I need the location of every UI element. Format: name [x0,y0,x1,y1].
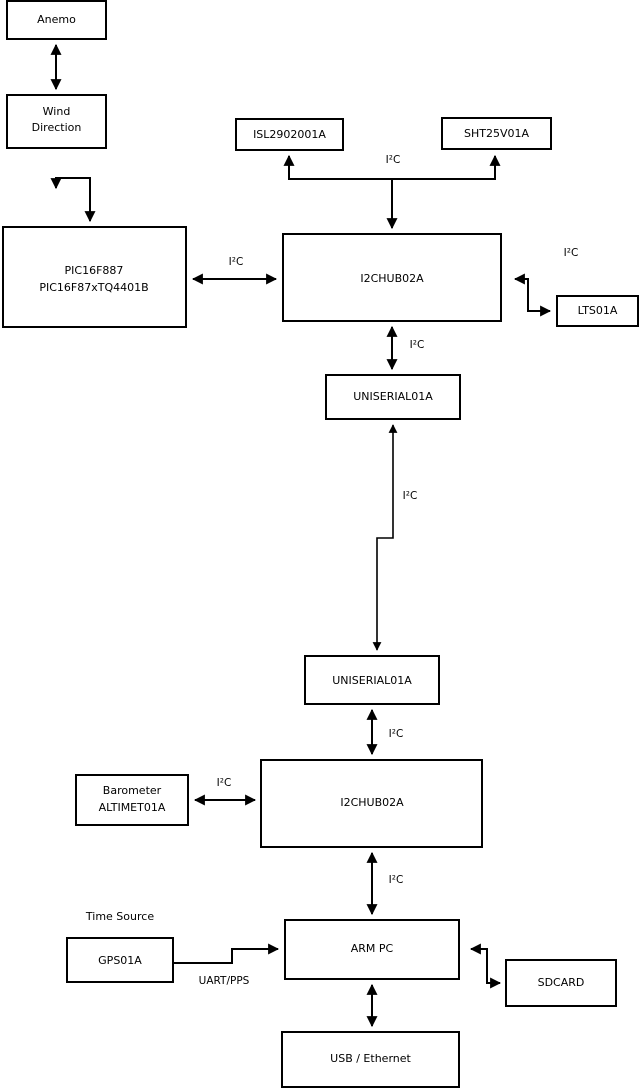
edge-i2chub-top-sensors: I²C [283,154,501,230]
node-sdcard[interactable]: SDCARD [505,959,617,1007]
node-label-lts01a: LTS01A [578,304,618,317]
edge-i2chub-bottom-armpc: I²C [366,851,404,916]
node-gps01a[interactable]: GPS01A [66,937,174,983]
edge-line [469,943,502,989]
node-label-sdcard: SDCARD [538,976,585,989]
node-isl2902001a[interactable]: ISL2902001A [235,118,344,151]
edge-label-hub-armpc: I²C [389,874,404,886]
node-i2chub02a-bottom[interactable]: I2CHUB02A [260,759,483,848]
edge-label-barometer-hub: I²C [217,777,232,789]
node-box[interactable] [235,118,344,151]
node-label-gps01a: GPS01A [98,954,142,967]
node-box[interactable] [75,774,189,826]
node-box[interactable] [441,117,552,150]
edge-barometer-i2chub-bottom: I²C [193,777,257,806]
node-box[interactable] [66,937,174,983]
edge-label-pic-hub: I²C [229,256,244,268]
edge-line [50,177,96,223]
edge-line [173,943,280,964]
node-label-barometer-line2: ALTIMET01A [99,801,166,814]
edge-pic-i2chub-top: I²C [191,256,278,285]
node-anemo[interactable]: Anemo [6,0,107,40]
edge-gps-armpc: UART/PPS [173,943,280,987]
edge-line [513,273,552,317]
node-box[interactable] [325,374,461,420]
edge-label-uniserial-link: I²C [403,490,418,502]
node-lts01a[interactable]: LTS01A [556,295,639,327]
edge-label-gps-armpc: UART/PPS [199,975,250,987]
node-label-sht25v01a: SHT25V01A [464,127,529,140]
node-label-wind-direction-line1: Wind [43,105,71,118]
node-pic-mcu[interactable]: PIC16F887 PIC16F87xTQ4401B [2,226,187,328]
node-label-i2chub02a-bottom: I2CHUB02A [340,796,404,809]
label-time-source: Time Source [85,910,154,923]
node-barometer-altimet01a[interactable]: Barometer ALTIMET01A [75,774,189,826]
node-i2chub02a-top[interactable]: I2CHUB02A [282,233,502,322]
node-wind-direction[interactable]: Wind Direction [6,94,107,149]
node-label-usb-ethernet: USB / Ethernet [330,1052,411,1065]
node-box[interactable] [281,1031,460,1088]
node-box[interactable] [556,295,639,327]
node-label-pic-line1: PIC16F887 [65,264,124,277]
edge-wind-direction-pic [50,177,96,223]
node-uniserial01a-top[interactable]: UNISERIAL01A [325,374,461,420]
edge-line [372,424,398,651]
node-label-isl2902001a: ISL2902001A [253,128,326,141]
edge-i2chub-top-lts: I²C [513,247,579,317]
node-label-barometer-line1: Barometer [103,784,162,797]
node-label-wind-direction-line2: Direction [32,121,82,134]
edge-uniserial-bottom-i2chub-bottom: I²C [366,708,404,756]
node-label-uniserial01a-bottom: UNISERIAL01A [332,674,412,687]
node-box[interactable] [505,959,617,1007]
node-box[interactable] [282,233,502,322]
node-label-uniserial01a-top: UNISERIAL01A [353,390,433,403]
node-sht25v01a[interactable]: SHT25V01A [441,117,552,150]
edge-label-hub-uniserial: I²C [410,339,425,351]
node-label-anemo: Anemo [37,13,76,26]
node-box[interactable] [6,0,107,40]
node-box[interactable] [260,759,483,848]
node-box[interactable] [284,919,460,980]
edge-label-hub-lts: I²C [564,247,579,259]
node-label-arm-pc: ARM PC [351,942,394,955]
node-uniserial01a-bottom[interactable]: UNISERIAL01A [304,655,440,705]
node-usb-ethernet[interactable]: USB / Ethernet [281,1031,460,1088]
node-label-i2chub02a-top: I2CHUB02A [360,272,424,285]
node-box[interactable] [304,655,440,705]
edge-i2chub-top-uniserial-top: I²C [386,325,425,371]
node-box[interactable] [6,94,107,149]
edge-armpc-sdcard [469,943,502,989]
edge-uniserial-top-uniserial-bottom: I²C [372,424,418,651]
node-arm-pc[interactable]: ARM PC [284,919,460,980]
node-label-pic-line2: PIC16F87xTQ4401B [39,281,148,294]
edge-label-uniserial-hub-bot: I²C [389,728,404,740]
node-box[interactable] [2,226,187,328]
edge-label-hub-sensors: I²C [386,154,401,166]
